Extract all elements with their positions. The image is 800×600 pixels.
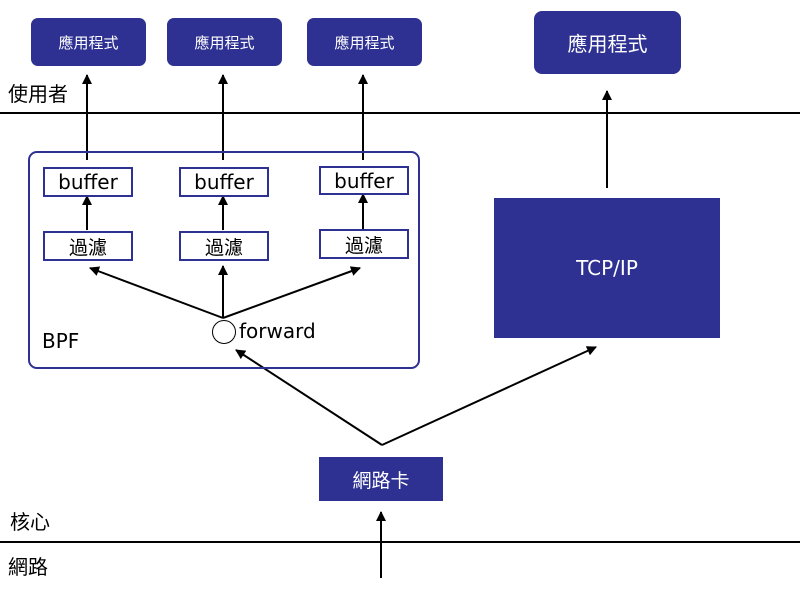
application-box-2: 應用程式 [167,18,282,66]
application-box-3: 應用程式 [307,18,422,66]
filter-box-1: 過濾 [43,231,133,261]
network-card-box: 網路卡 [319,457,443,501]
bpf-container [28,151,420,369]
buffer-box-1: buffer [43,167,133,197]
filter-box-2: 過濾 [179,231,269,261]
buffer-box-2: buffer [179,167,269,197]
forward-to-filter-arrow-1 [89,266,224,319]
tcpip-stack-box: TCP/IP [494,198,720,338]
nic-to-forward-arrow [235,349,383,446]
forward-node [212,320,236,344]
application-box-1: 應用程式 [31,18,146,66]
forward-label: forward [239,319,316,343]
forward-to-filter-arrow-3 [222,266,361,319]
filter-box-3: 過濾 [319,229,409,259]
bpf-label: BPF [42,329,80,353]
buffer-box-3: buffer [319,166,409,195]
application-box-4: 應用程式 [534,11,681,74]
network-layer-label: 網路 [8,555,48,579]
user-layer-label: 使用者 [8,82,68,106]
kernel-layer-label: 核心 [10,510,50,534]
nic-to-tcpip-arrow [381,346,597,446]
